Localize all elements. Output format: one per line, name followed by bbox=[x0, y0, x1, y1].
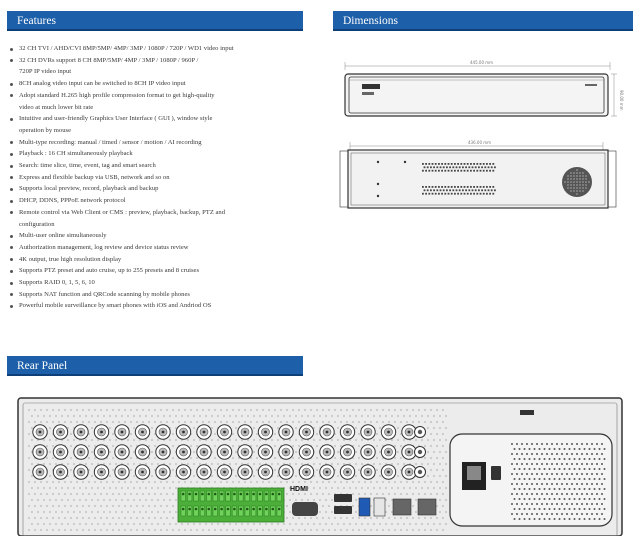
feature-item: Remote control via Web Client or CMS : p… bbox=[8, 207, 308, 219]
feature-item: Multi-type recording: manual / timed / s… bbox=[8, 137, 308, 149]
feature-item: video at much lower bit rate bbox=[19, 103, 94, 111]
feature-list: 32 CH TVI / AHD/CVI 8MP/5MP/ 4MP/ 3MP / … bbox=[8, 43, 308, 312]
feature-item: configuration bbox=[19, 220, 55, 228]
feature-item: 720P IP video input bbox=[19, 68, 72, 76]
feature-item: 4K output, true high resolution display bbox=[8, 254, 308, 266]
feature-item: 32 CH DVRs support 8 CH 8MP/5MP/ 4MP / 3… bbox=[8, 55, 308, 67]
rear-panel-header: Rear Panel bbox=[7, 356, 303, 376]
feature-item: Express and flexible backup via USB, net… bbox=[8, 172, 308, 184]
feature-item: Multi-user online simultaneously bbox=[8, 230, 308, 242]
feature-item: Playback : 16 CH simultaneously playback bbox=[8, 148, 308, 160]
features-header: Features bbox=[7, 11, 303, 31]
feature-item: Supports RAID 0, 1, 5, 6, 10 bbox=[8, 277, 308, 289]
feature-item: Supports NAT function and QRCode scannin… bbox=[8, 289, 308, 301]
hdmi-port bbox=[334, 494, 352, 502]
feature-item: Search: time slice, time, event, tag and… bbox=[8, 160, 308, 172]
feature-item: Supports PTZ preset and auto cruise, up … bbox=[8, 265, 308, 277]
lan-port-2 bbox=[417, 498, 437, 516]
feature-item: DHCP, DDNS, PPPoE network protocol bbox=[8, 195, 308, 207]
feature-item: Supports local preview, record, playback… bbox=[8, 183, 308, 195]
feature-item: 32 CH TVI / AHD/CVI 8MP/5MP/ 4MP/ 3MP / … bbox=[8, 43, 308, 55]
feature-item: operation by mouse bbox=[19, 126, 72, 134]
power-switch bbox=[491, 466, 501, 480]
feature-item: Authorization management, log review and… bbox=[8, 242, 308, 254]
feature-item: 8CH analog video input can be switched t… bbox=[8, 78, 308, 90]
hdmi-label: HDMI bbox=[290, 486, 308, 493]
power-supply-module bbox=[449, 433, 613, 527]
feature-item: Adopt standard H.265 high profile compre… bbox=[8, 90, 308, 102]
vga-port bbox=[292, 502, 318, 516]
usb-port-1 bbox=[358, 497, 371, 517]
alarm-terminal-block bbox=[177, 487, 285, 523]
usb-port-2 bbox=[373, 497, 386, 517]
feature-item: Intuitive and user-friendly Graphics Use… bbox=[8, 113, 308, 125]
dimensions-header: Dimensions bbox=[333, 11, 633, 31]
lan-port-1 bbox=[392, 498, 412, 516]
feature-item: Powerful mobile surveillance by smart ph… bbox=[8, 300, 308, 312]
